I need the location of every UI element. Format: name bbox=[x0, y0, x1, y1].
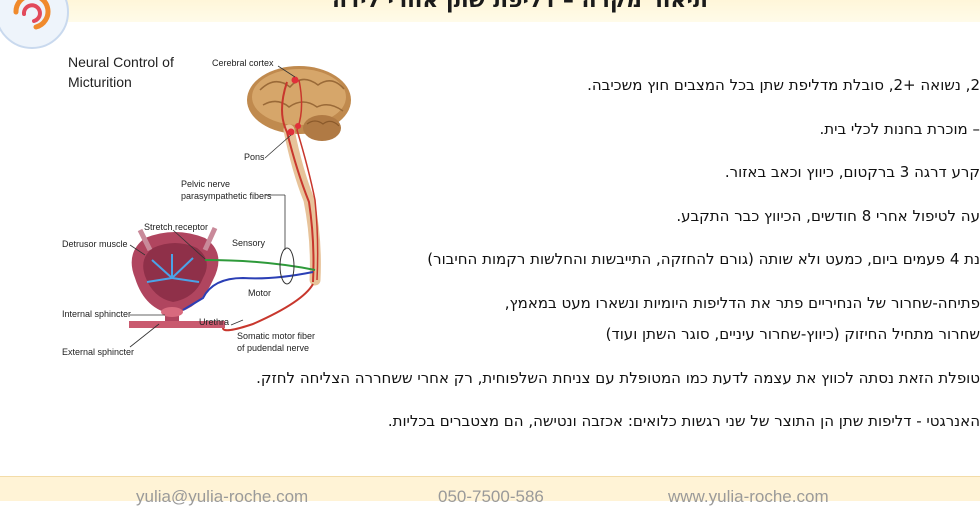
footer-email[interactable]: yulia@yulia-roche.com bbox=[136, 487, 309, 506]
case-line: האנרגטי - דליפות שתן הן התוצר של שני רגש… bbox=[387, 412, 980, 430]
logo bbox=[0, 0, 69, 49]
label-cerebral-cortex: Cerebral cortex bbox=[212, 58, 274, 68]
slide-title: תיאור מקרה – דליפת שתן אחרי לידה bbox=[332, 0, 708, 13]
label-somatic-motor-fiber: Somatic motor fiber bbox=[237, 331, 315, 341]
diagram-subtitle: Micturition bbox=[68, 74, 132, 90]
case-line: שחרור מתחיל החיזוק (כיווץ-שחרור עיניים, … bbox=[605, 325, 980, 343]
label-external-sphincter: External sphincter bbox=[62, 347, 134, 357]
case-line: – מוכרת בחנות לכלי בית. bbox=[819, 120, 980, 138]
sensory-nerve bbox=[204, 259, 316, 271]
spinal-pathway bbox=[296, 79, 319, 281]
case-line: טופלת הזאת נסתה לכווץ את עצמה לדעת כמו ה… bbox=[256, 369, 980, 387]
brain-illustration bbox=[247, 66, 351, 141]
case-line: 2, נשואה +2, סובלת מדליפת שתן בכל המצבים… bbox=[587, 76, 980, 94]
label-internal-sphincter: Internal sphincter bbox=[62, 309, 131, 319]
bladder-illustration bbox=[129, 226, 225, 328]
pons-dot bbox=[295, 123, 301, 129]
leader-lines bbox=[129, 65, 296, 348]
case-line: נת 4 פעמים ביום, כמעט ולא שותה (גורם להח… bbox=[427, 250, 980, 268]
label-detrusor-muscle: Detrusor muscle bbox=[62, 239, 128, 249]
label-stretch-receptor: Stretch receptor bbox=[144, 222, 208, 232]
diagram-title: Neural Control of bbox=[68, 54, 174, 70]
micturition-diagram: Neural Control of Micturition bbox=[62, 54, 351, 357]
footer-bar: yulia@yulia-roche.com 050-7500-586 www.y… bbox=[0, 476, 980, 506]
footer-website[interactable]: www.yulia-roche.com bbox=[668, 487, 829, 506]
header-bar bbox=[0, 0, 980, 22]
pressure-arrows bbox=[146, 254, 200, 283]
label-motor: Motor bbox=[248, 288, 271, 298]
label-pudendal-nerve: of pudendal nerve bbox=[237, 343, 309, 353]
footer-phone: 050-7500-586 bbox=[438, 487, 544, 506]
label-pons: Pons bbox=[244, 152, 265, 162]
somatic-nerve bbox=[222, 283, 314, 332]
label-pelvic-nerve-fibers: parasympathetic fibers bbox=[181, 191, 272, 201]
case-line: עה לטיפול אחרי 8 חודשים, הכיווץ כבר התקב… bbox=[676, 207, 980, 225]
label-sensory: Sensory bbox=[232, 238, 266, 248]
case-line: קרע דרגה 3 ברקטום, כיווץ וכאב באזור. bbox=[724, 163, 980, 181]
cortex-dot bbox=[291, 76, 299, 84]
spinal-pathway bbox=[281, 81, 315, 283]
motor-nerve bbox=[182, 271, 314, 311]
case-line: פתיחה-שחרור של הנחיריים פתר את הדליפות ה… bbox=[504, 294, 980, 312]
pelvic-nerve-bundle bbox=[279, 247, 295, 285]
label-pelvic-nerve: Pelvic nerve bbox=[181, 179, 230, 189]
pons-dot bbox=[287, 128, 295, 136]
label-urethra: Urethra bbox=[199, 317, 229, 327]
case-description: 2, נשואה +2, סובלת מדליפת שתן בכל המצבים… bbox=[180, 0, 980, 440]
